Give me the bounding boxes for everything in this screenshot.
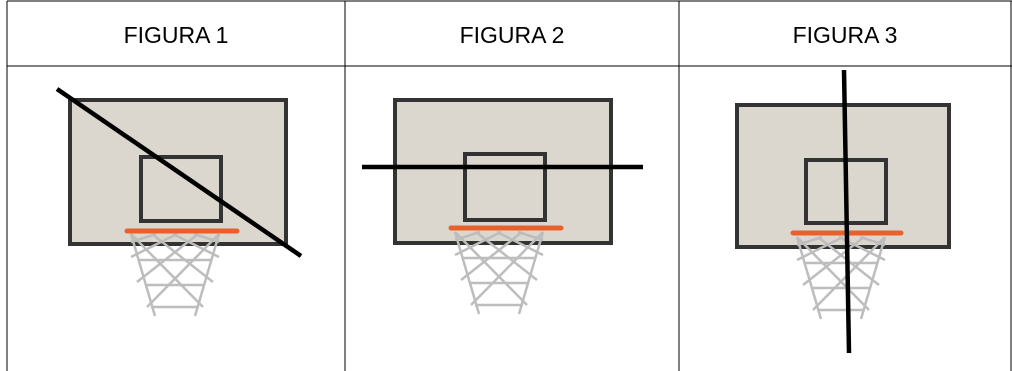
basketball-hoop-icon: [345, 67, 679, 371]
header-figura-1: FIGURA 1: [7, 20, 345, 50]
basketball-hoop-icon: [679, 67, 1011, 371]
header-figura-2: FIGURA 2: [345, 20, 679, 50]
net: [131, 234, 219, 316]
basketball-hoop-icon: [7, 67, 345, 371]
header-figura-3: FIGURA 3: [679, 20, 1011, 50]
backboard: [395, 100, 611, 243]
net: [797, 237, 885, 319]
